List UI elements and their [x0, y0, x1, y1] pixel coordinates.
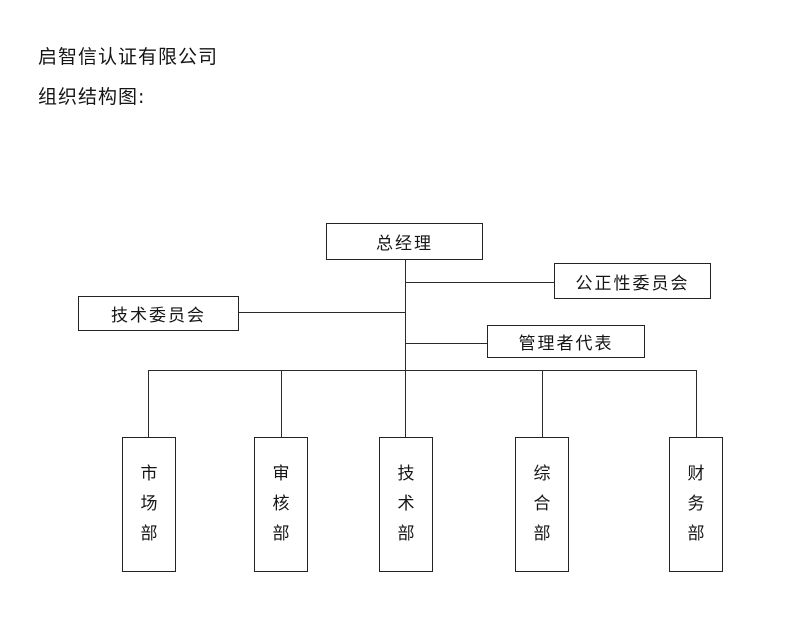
node-department-technical[interactable]: 技术部 — [379, 437, 433, 572]
node-general-manager-label: 总经理 — [376, 234, 433, 254]
node-department-technical-label: 技术部 — [397, 464, 415, 544]
connector-to-technical-committee — [239, 312, 406, 313]
node-impartiality-committee-label: 公正性委员会 — [575, 273, 690, 294]
node-impartiality-committee[interactable]: 公正性委员会 — [554, 263, 711, 299]
company-name: 启智信认证有限公司 — [38, 46, 219, 68]
node-department-audit[interactable]: 审核部 — [254, 437, 308, 572]
connector-drop-market — [148, 370, 149, 437]
node-department-audit-label: 审核部 — [272, 464, 290, 544]
node-technical-committee[interactable]: 技术委员会 — [78, 296, 239, 331]
node-department-general-affairs-label: 综合部 — [533, 464, 551, 544]
node-department-market-label: 市场部 — [140, 464, 158, 544]
node-department-finance-label: 财务部 — [687, 464, 705, 544]
node-management-representative[interactable]: 管理者代表 — [487, 325, 645, 358]
node-technical-committee-label: 技术委员会 — [111, 306, 206, 326]
node-department-market[interactable]: 市场部 — [122, 437, 176, 572]
connector-drop-audit — [281, 370, 282, 437]
connector-drop-finance — [696, 370, 697, 437]
connector-to-impartiality-committee — [405, 282, 555, 283]
node-general-manager[interactable]: 总经理 — [326, 223, 483, 260]
node-management-representative-label: 管理者代表 — [518, 334, 614, 354]
connector-department-bus — [148, 370, 697, 371]
node-department-general-affairs[interactable]: 综合部 — [515, 437, 569, 572]
connector-trunk-main — [405, 259, 406, 437]
connector-to-management-representative — [405, 343, 488, 344]
chart-caption: 组织结构图: — [38, 86, 146, 108]
node-department-finance[interactable]: 财务部 — [669, 437, 723, 572]
connector-drop-general — [542, 370, 543, 437]
